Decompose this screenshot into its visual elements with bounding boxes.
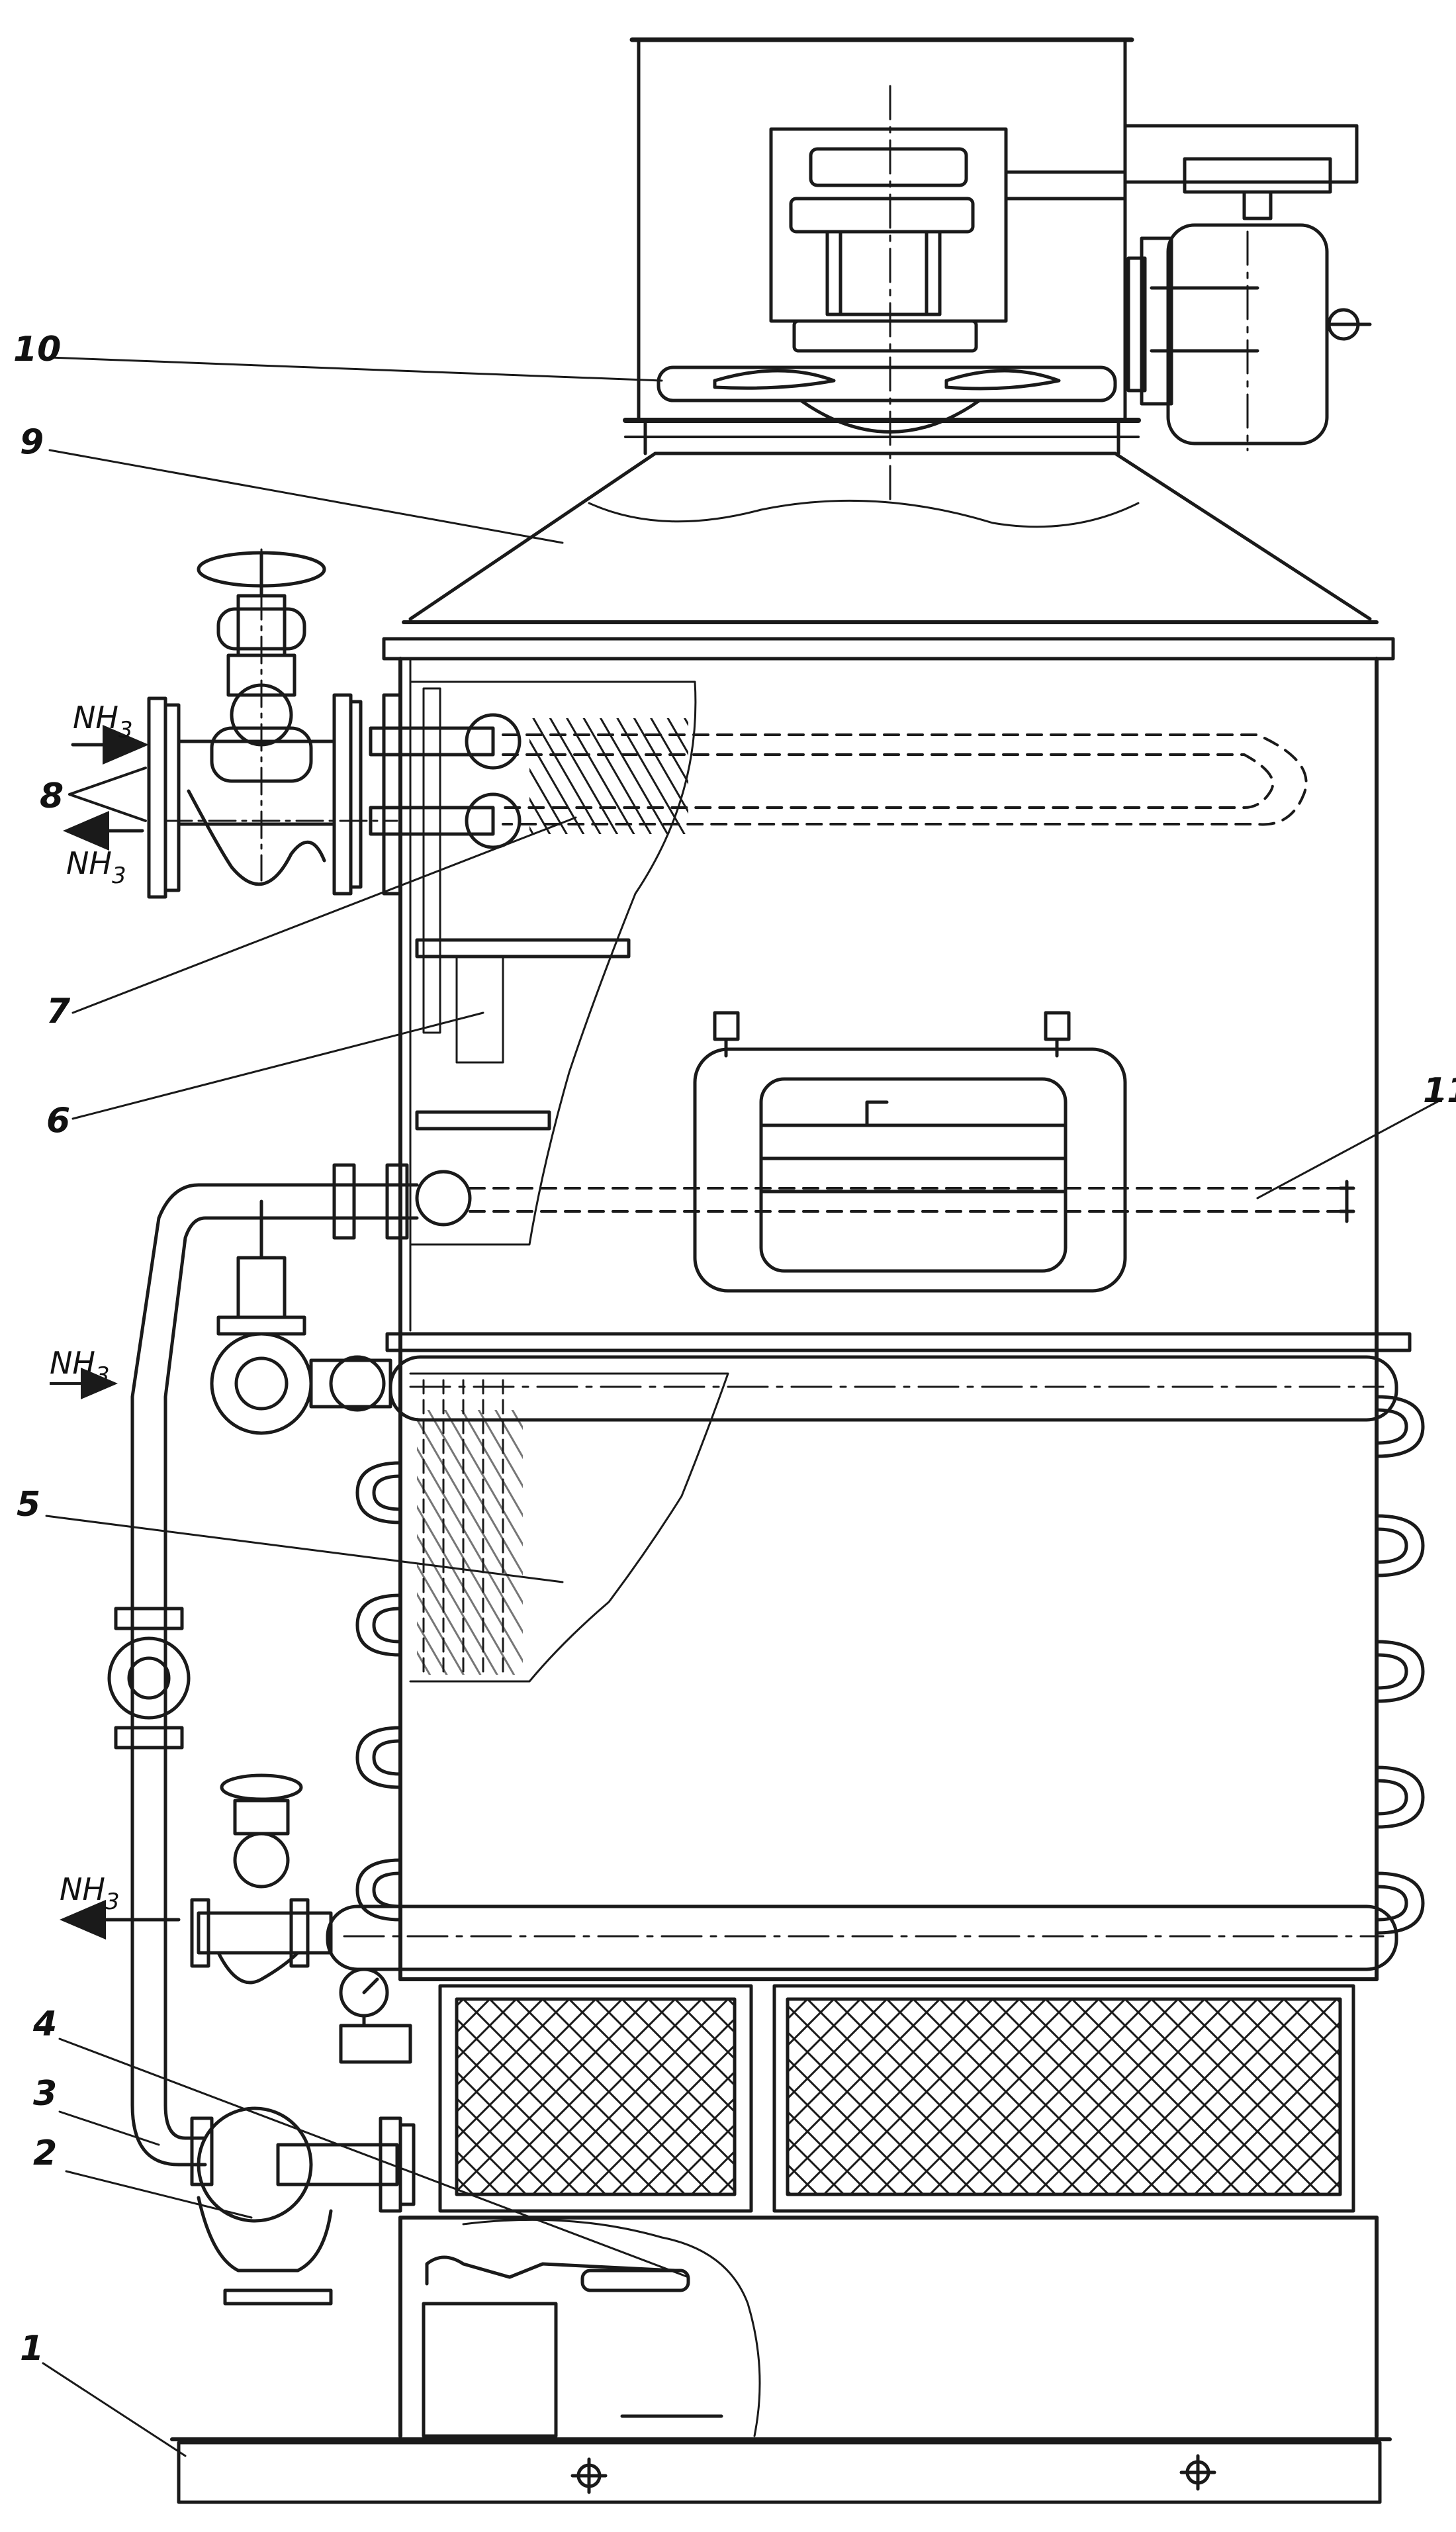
fan-housing [623,37,1141,455]
callout-10: 10 [13,330,61,369]
water-distribution-pipe [223,1163,1355,1240]
circulation-pipe [107,1183,227,2186]
nh3-label-upper-in: NH3 [73,700,133,743]
base-frame [170,2437,1392,2504]
coil-bends-left [355,1461,402,1922]
fan-impeller [657,365,1117,434]
drive-motor [1123,124,1372,451]
condenser-coil-upper [502,733,1308,826]
pressure-gauge [339,1967,412,2064]
callout-2: 2 [33,2133,57,2173]
fan-drive [769,85,1127,504]
hood-cone [382,451,1395,661]
condenser-shell [385,657,1412,1981]
water-basin [398,2216,1379,2438]
inspection-door [693,1011,1127,1293]
circulation-pump [197,2106,416,2306]
callout-5: 5 [17,1485,40,1524]
nh3-outlet-lower [190,1773,1398,1985]
lower-cutaway [409,1372,729,1683]
nh3-inlet-lower [210,1199,1398,1435]
callout-1: 1 [20,2329,44,2368]
coil-bends-right [1375,1395,1425,1935]
nh3-label-lower-out: NH3 [60,1871,120,1915]
callout-3: 3 [33,2074,57,2114]
callout-7: 7 [46,992,71,1031]
callout-4: 4 [32,2004,57,2044]
air-inlet-louvres [398,1977,1379,2220]
callout-6: 6 [46,1101,70,1141]
callout-9: 9 [20,422,44,462]
callout-8: 8 [40,776,64,816]
leader-lines [42,356,1444,2457]
callout-11: 11 [1423,1071,1456,1111]
nh3-header-upper [332,693,522,896]
shutoff-valves-upper [147,548,398,899]
nh3-label-upper-out: NH3 [66,845,126,889]
